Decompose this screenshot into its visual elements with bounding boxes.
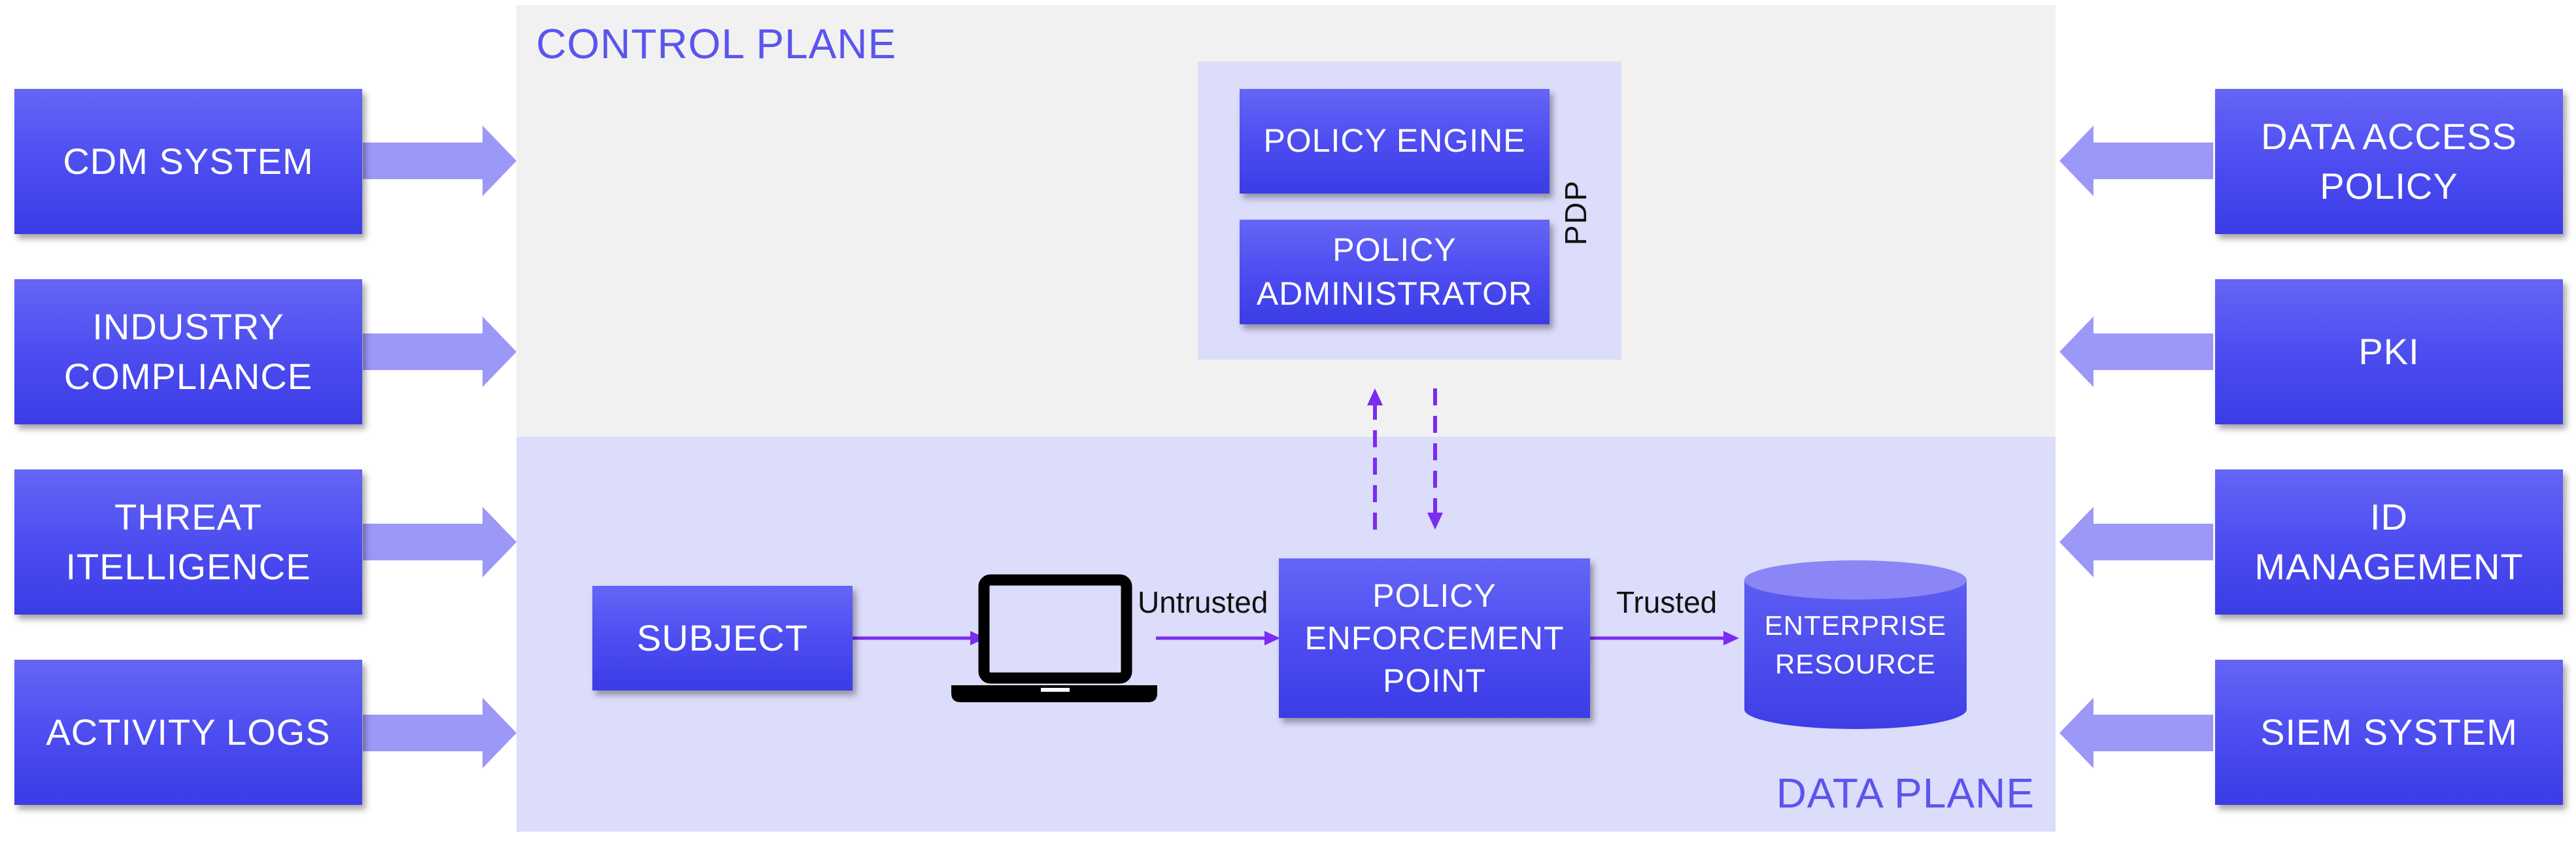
policy-engine-box: POLICY ENGINE (1240, 89, 1550, 194)
fat-arrow-cdm (363, 126, 517, 196)
fat-arrow-threat (363, 507, 517, 577)
siem-system-box: SIEM SYSTEM (2215, 660, 2563, 805)
policy-administrator-box: POLICY ADMINISTRATOR (1240, 220, 1550, 324)
id-management-box: ID MANAGEMENT (2215, 469, 2563, 615)
pki-box: PKI (2215, 279, 2563, 424)
fat-arrow-pki (2059, 316, 2213, 387)
trusted-label: Trusted (1616, 585, 1718, 619)
control-plane-title: CONTROL PLANE (536, 20, 897, 67)
pdp-label: PDP (1559, 179, 1593, 246)
fat-arrow-data-access (2059, 126, 2213, 196)
activity-logs-box: ACTIVITY LOGS (14, 660, 362, 805)
data-access-policy-box: DATA ACCESS POLICY (2215, 89, 2563, 234)
data-plane-title: DATA PLANE (1776, 770, 2035, 817)
enterprise-resource-cylinder (1744, 560, 1967, 729)
laptop-icon (951, 574, 1157, 702)
industry-compliance-box: INDUSTRY COMPLIANCE (14, 279, 362, 424)
dashed-arrow-down-head (1427, 513, 1443, 530)
untrusted-label: Untrusted (1138, 585, 1268, 619)
cdm-system-box: CDM SYSTEM (14, 89, 362, 234)
fat-arrow-logs (363, 698, 517, 768)
enterprise-resource-label: ENTERPRISE RESOURCE (1764, 610, 1947, 679)
fat-arrow-compliance (363, 316, 517, 387)
fat-arrow-siem (2059, 698, 2213, 768)
dashed-arrow-up-head (1367, 388, 1383, 405)
fat-arrow-id (2059, 507, 2213, 577)
policy-enforcement-point-box: POLICY ENFORCEMENT POINT (1279, 558, 1590, 718)
threat-intelligence-box: THREAT ITELLIGENCE (14, 469, 362, 615)
subject-box: SUBJECT (592, 586, 853, 690)
